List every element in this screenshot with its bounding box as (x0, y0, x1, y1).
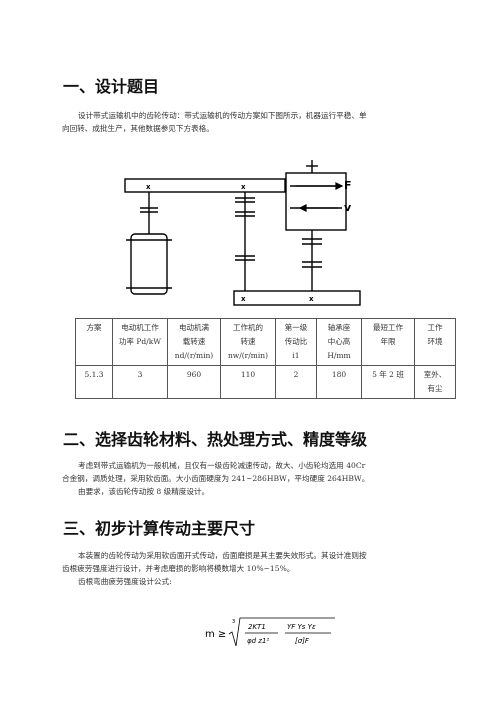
section2-line3: 由要求，该齿轮传动按 8 级精度设计。 (78, 487, 210, 496)
formula-lhs: m ≥ (205, 629, 226, 640)
x-mark-gear-right: x (309, 295, 314, 303)
section3-line3: 齿根弯曲疲劳强度设计公式: (78, 577, 172, 586)
frac1-denominator: φd z1² (247, 637, 269, 645)
section2-heading: 二、选择齿轮材料、热处理方式、精度等级 (63, 430, 368, 449)
radical-sign (228, 617, 335, 647)
gear-box (233, 290, 361, 306)
section1-heading: 一、设计题目 (63, 77, 160, 96)
section2-paragraph: 考虑到带式运输机为一般机械，且仅有一级齿轮减速传动，故大、小齿轮均选用 40Cr… (62, 459, 434, 498)
x-mark-belt: x (146, 183, 151, 191)
header-cell: 最短工作年限 (361, 318, 415, 366)
table-row: 5.1.3 3 960 110 2 180 5 年 2 班 室外、有尘 (75, 365, 456, 399)
transmission-diagram: F v x x x x (124, 160, 361, 306)
section2-line2: 合金钢，调质处理，采用软齿面。大小齿面硬度为 241~286HBW，平均硬度 2… (62, 474, 370, 483)
x-mark-gear-left: x (241, 295, 246, 303)
frac2-denominator: [σ]F (295, 637, 310, 645)
bending-strength-formula: m ≥ 3 2KT1 φd z1² YF Ys Yε [σ]F (205, 617, 335, 647)
frac1-numerator: 2KT1 (248, 623, 266, 631)
section1-paragraph: 设计带式运输机中的齿轮传动：带式运输机的传动方案如下图所示，机器运行平稳、单 向… (62, 109, 434, 135)
velocity-label: v (344, 201, 352, 214)
section3-paragraph: 本装置的齿轮传动为采用软齿面开式传动，齿面磨损是其主要失效形式。其设计准则按 齿… (62, 549, 434, 588)
belt-box (124, 178, 286, 193)
motor-body (130, 233, 168, 295)
section1-line1: 设计带式运输机中的齿轮传动：带式运输机的传动方案如下图所示，机器运行平稳、单 (78, 111, 367, 120)
header-cell: 方案 (75, 318, 113, 366)
table-cell: 5.1.3 (75, 365, 113, 399)
table-cell: 5 年 2 班 (361, 365, 415, 399)
table-cell: 室外、有尘 (414, 365, 456, 399)
header-cell: 工作环境 (414, 318, 456, 366)
table-cell: 960 (167, 365, 221, 399)
x-mark-belt-right: x (241, 183, 246, 191)
section3-line2: 齿根疲劳强度进行设计，并考虑磨损的影响将模数增大 10%~15%。 (62, 564, 295, 573)
section3-heading: 三、初步计算传动主要尺寸 (63, 519, 256, 538)
section3-line1: 本装置的齿轮传动为采用软齿面开式传动，齿面磨损是其主要失效形式。其设计准则按 (78, 551, 367, 560)
section1-line2: 向回转、成批生产，其他数据参见下方表格。 (62, 124, 214, 133)
force-label: F (344, 179, 352, 192)
table-cell: 2 (275, 365, 317, 399)
table-cell: 110 (220, 365, 276, 399)
frac2-numerator: YF Ys Yε (287, 623, 316, 631)
table-cell: 180 (316, 365, 362, 399)
conveyor-drum (285, 172, 347, 231)
root-index: 3 (232, 619, 235, 625)
section2-line1: 考虑到带式运输机为一般机械，且仅有一级齿轮减速传动，故大、小齿轮均选用 40Cr (78, 461, 366, 470)
header-cell: 电动机工作功率 Pd/kW (112, 318, 168, 366)
table-cell: 3 (112, 365, 168, 399)
